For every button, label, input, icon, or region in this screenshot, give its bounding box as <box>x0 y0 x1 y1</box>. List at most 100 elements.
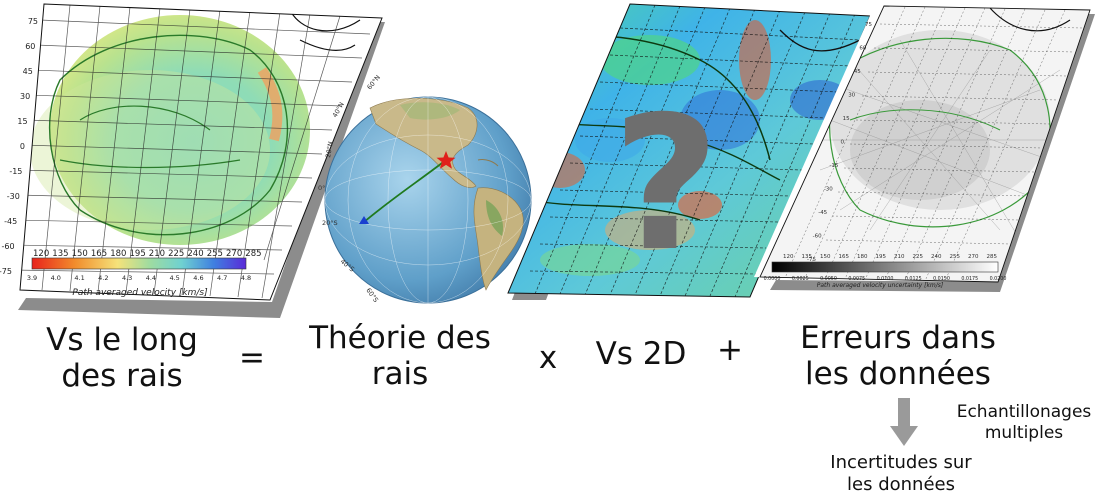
term-ray-theory-line2: rais <box>371 356 429 392</box>
panel4-lon-tick: 255 <box>950 254 961 260</box>
globe-lat-label: 60°N <box>365 73 382 91</box>
earthquake-star <box>436 151 456 169</box>
north-america-land <box>369 98 478 188</box>
question-mark: ? <box>612 76 719 292</box>
south-america-land <box>473 187 524 291</box>
term-data-errors-line2: les données <box>805 356 991 392</box>
term-data-errors: Erreurs dans les données <box>778 320 1018 392</box>
panel1-colorbar-tick: 4.5 <box>169 274 179 282</box>
panel1-lat-tick: 0 <box>20 142 25 151</box>
panel4-lon-tick: 195 <box>876 254 887 260</box>
result-line1: Incertitudes sur <box>830 452 972 473</box>
side-note-multiple-sampling: Echantillonages multiples <box>944 402 1104 444</box>
panel1-lat-tick: 30 <box>20 92 30 101</box>
panel4-lat-tick: -60 <box>813 234 822 240</box>
panel4-colorbar-tick: 0.0200 <box>990 276 1007 282</box>
panel4-lat-tick: 60 <box>859 46 866 52</box>
panel1-lat-tick: 15 <box>17 117 27 126</box>
side-note-line1: Echantillonages <box>956 402 1092 422</box>
globe-lat-label: 20°S <box>322 219 338 227</box>
station-triangle <box>359 216 369 224</box>
panel4-colorbar-tick: 0.0100 <box>877 276 894 282</box>
plus-sign: + <box>717 332 743 368</box>
panel4-lat-tick: -30 <box>824 187 833 193</box>
panel4-lat-tick: 45 <box>854 69 861 75</box>
panel4-lat-tick: 15 <box>843 116 850 122</box>
term-vs-along-rays: Vs le long des rais <box>22 322 222 394</box>
panel4-colorbar-label: Path averaged velocity uncertainty [km/s… <box>817 282 944 289</box>
panel1-colorbar <box>31 257 247 270</box>
term-data-errors-line1: Erreurs dans <box>800 320 996 356</box>
globe-lat-label: 0° <box>318 184 325 192</box>
panel4-lon-tick: 240 <box>931 254 942 260</box>
panel4-colorbar-tick: 0.0000 <box>764 276 781 282</box>
panel4-colorbar-tick: 0.0050 <box>820 276 837 282</box>
panel1-shadow <box>18 22 385 318</box>
panel1-lon-tick: 225 <box>168 249 184 259</box>
panel4-lat-tick: 30 <box>848 93 855 99</box>
term-ray-theory: Théorie des rais <box>290 320 510 392</box>
panel4-lon-tick: 120 <box>783 254 794 260</box>
panel4-lon-ticks: 120 135 150 165 180 195 210 225 240 255 270 285 <box>783 254 997 260</box>
result-line2: les données <box>847 474 955 495</box>
panel1-colorbar-tick: 4.8 <box>241 274 251 282</box>
panel1-lon-tick: 210 <box>149 249 165 259</box>
panel4-lon-tick: 135 <box>802 254 813 260</box>
globe-lat-label: 20°N <box>324 141 335 159</box>
panel1-lon-tick: 285 <box>245 249 261 259</box>
panel4-lat-tick: 0 <box>841 140 845 146</box>
panel1-lat-tick: -30 <box>7 192 20 201</box>
panel1-colorbar-tick: 4.0 <box>51 274 61 282</box>
panel1-lon-tick: 150 <box>72 249 88 259</box>
panel1-lon-tick: 120 <box>33 249 49 259</box>
panel1-colorbar-label: Path averaged velocity [km/s] <box>72 288 208 298</box>
panel1-lon-tick: 135 <box>52 249 68 259</box>
panel1-lat-tick: -60 <box>2 242 15 251</box>
result-data-uncertainties: Incertitudes sur les données <box>796 452 1006 496</box>
term-vs-2d: Vs 2D <box>595 336 687 372</box>
down-arrow-shaft <box>898 398 910 428</box>
panel4-lon-tick: 285 <box>987 254 998 260</box>
panel3-shadow <box>512 12 748 300</box>
panel4-lon-tick: 180 <box>857 254 868 260</box>
times-sign: x <box>538 340 558 376</box>
panel1-lon-tick: 270 <box>226 249 242 259</box>
down-arrow-head <box>890 426 918 446</box>
panel1-lon-tick: 240 <box>187 249 203 259</box>
panel4-lon-tick: 225 <box>913 254 924 260</box>
ray-path <box>363 159 447 223</box>
panel4-lon-tick: 165 <box>839 254 850 260</box>
panel1-colorbar-tick: 4.3 <box>122 274 132 282</box>
panel1-lat-tick: 60 <box>25 42 35 51</box>
panel4-colorbar <box>771 261 999 273</box>
panel4-lat-tick: -75 <box>807 257 816 263</box>
panel1-lon-tick: 165 <box>91 249 107 259</box>
globe-panel: 60°N40°N20°N0°20°S40°S60°S <box>318 73 532 304</box>
panel1-colorbar-tick: 4.6 <box>193 274 203 282</box>
globe-lat-label: 60°S <box>364 287 380 304</box>
panel4-lon-tick: 210 <box>894 254 905 260</box>
panel4-lat-tick: -15 <box>829 163 838 169</box>
panel1-lat-tick: 45 <box>23 67 33 76</box>
panel1-lat-tick: -75 <box>0 267 12 276</box>
panel1-colorbar-tick: 4.4 <box>146 274 156 282</box>
globe-lat-label: 40°N <box>331 101 346 119</box>
panel4-lat-tick: 75 <box>865 22 872 28</box>
side-note-line2: multiples <box>984 423 1064 443</box>
panel4-colorbar-tick: 0.0075 <box>848 276 865 282</box>
panel1-lat-tick: 75 <box>28 17 38 26</box>
panel4-lon-tick: 270 <box>968 254 979 260</box>
panel1-lon-tick: 255 <box>207 249 223 259</box>
panel1-colorbar-tick: 4.1 <box>74 274 84 282</box>
panel1-lon-tick: 195 <box>130 249 146 259</box>
globe <box>324 96 532 304</box>
panel4-colorbar-tick: 0.0175 <box>961 276 978 282</box>
panel4-lat-tick: -45 <box>818 210 827 216</box>
panel4-lon-tick: 150 <box>820 254 831 260</box>
panel4-colorbar-tick: 0.0025 <box>792 276 809 282</box>
